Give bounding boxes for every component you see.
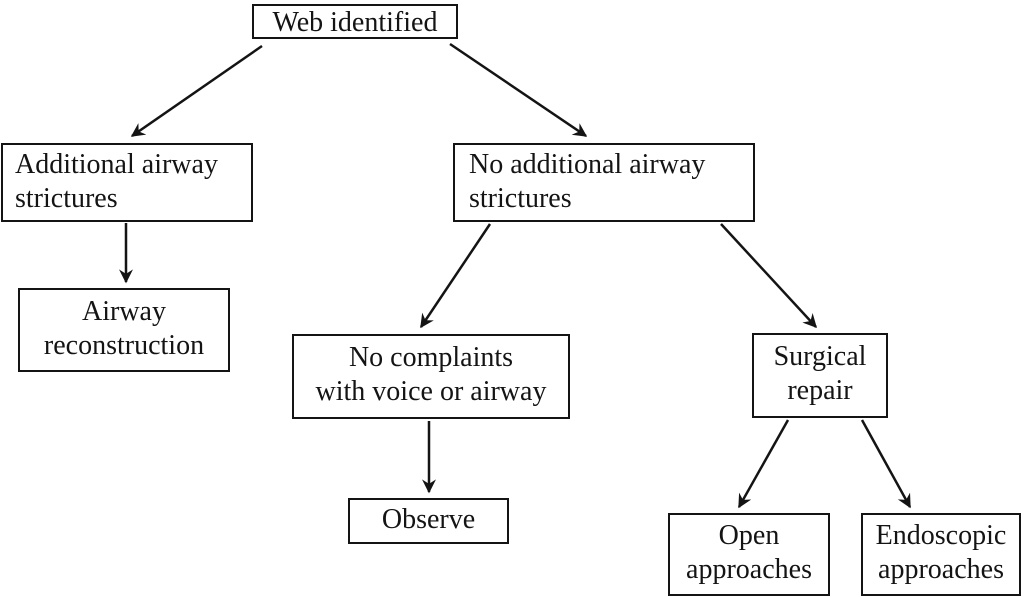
node-web-identified: Web identified bbox=[252, 4, 458, 39]
arrow-web-to-no-additional-strictures bbox=[449, 42, 588, 138]
node-no-complaints-voice-airway: No complaints with voice or airway bbox=[292, 334, 570, 419]
arrow-surgical-repair-to-open-approaches bbox=[737, 419, 790, 509]
node-label-line2: with voice or airway bbox=[315, 376, 547, 407]
node-label-line2: approaches bbox=[686, 554, 812, 585]
node-no-additional-airway-strictures: No additional airway strictures bbox=[453, 143, 755, 222]
node-label-line1: Surgical bbox=[773, 341, 867, 372]
node-surgical-repair: Surgical repair bbox=[752, 333, 888, 418]
node-label-line2: repair bbox=[787, 375, 853, 406]
node-label: Web identified bbox=[272, 7, 438, 38]
node-label-line2: approaches bbox=[878, 554, 1004, 585]
arrow-no-additional-to-surgical-repair bbox=[720, 223, 817, 329]
node-open-approaches: Open approaches bbox=[668, 513, 830, 596]
node-label-line1: Open bbox=[718, 520, 780, 551]
arrow-surgical-repair-to-endoscopic-approaches bbox=[860, 419, 912, 509]
node-label-line2: strictures bbox=[15, 183, 118, 214]
node-observe: Observe bbox=[348, 498, 509, 544]
node-additional-airway-strictures: Additional airway strictures bbox=[1, 143, 253, 222]
node-label-line1: No complaints bbox=[348, 342, 514, 373]
node-label-line1: Endoscopic bbox=[875, 520, 1007, 551]
node-label-line2: reconstruction bbox=[43, 330, 205, 361]
node-endoscopic-approaches: Endoscopic approaches bbox=[861, 513, 1021, 596]
node-label-line1: Additional airway bbox=[15, 149, 218, 180]
node-label-line1: No additional airway bbox=[469, 149, 706, 180]
node-label: Observe bbox=[381, 504, 476, 535]
node-label-line2: strictures bbox=[469, 183, 572, 214]
node-label-line1: Airway bbox=[82, 296, 166, 327]
node-airway-reconstruction: Airway reconstruction bbox=[18, 288, 230, 372]
arrow-no-additional-to-no-complaints bbox=[419, 223, 492, 329]
arrow-web-to-additional-strictures bbox=[130, 44, 263, 138]
